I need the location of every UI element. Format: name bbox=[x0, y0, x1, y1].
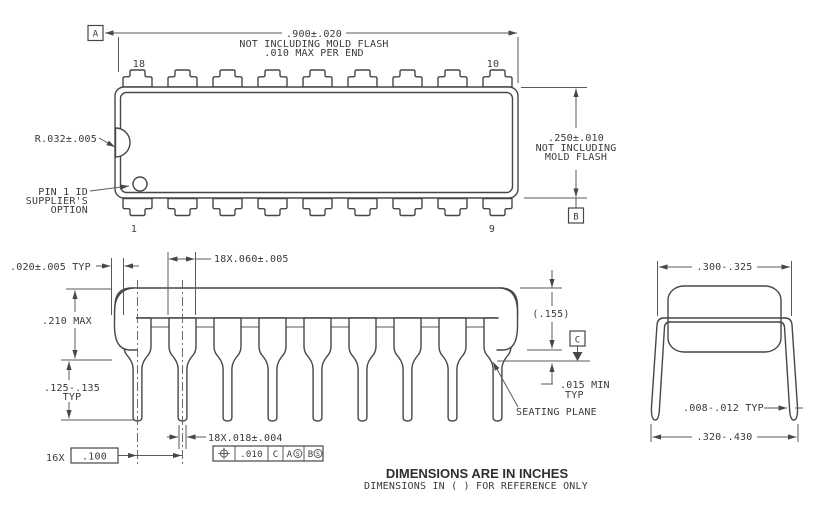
datum-a-box bbox=[87, 24, 104, 42]
datum-c-label: C bbox=[575, 336, 581, 346]
dip-pin bbox=[167, 69, 198, 88]
body-length-note2: .010 MAX PER END bbox=[264, 48, 364, 59]
lead-length-typ: TYP bbox=[63, 392, 82, 403]
datum-b-box bbox=[567, 207, 585, 224]
body-ref-dim: (.155) bbox=[532, 309, 569, 320]
dip-lead bbox=[438, 317, 467, 422]
fcf-datum-primary: C bbox=[273, 450, 279, 460]
body-width-dim: .250±.010 bbox=[548, 133, 604, 144]
body-width-note2: MOLD FLASH bbox=[545, 152, 607, 163]
fcf-datum-secondary-mod: S bbox=[296, 450, 300, 458]
mmc-s-circle-icon bbox=[293, 449, 303, 458]
dip-pin bbox=[122, 69, 153, 88]
dip-pin bbox=[437, 69, 468, 88]
lead-length-dim: .125-.135 bbox=[44, 383, 100, 394]
pitch-count-label: 16X bbox=[46, 453, 65, 464]
body-width-note1: NOT INCLUDING bbox=[536, 143, 617, 154]
pin1-id-line1: PIN 1 ID bbox=[38, 187, 88, 198]
side-view: .020±.005 TYP 18X.060±.005 .210 MAX .125… bbox=[10, 252, 610, 464]
dip-pin bbox=[122, 197, 153, 217]
dip-pin bbox=[302, 69, 333, 88]
overall-row-spread-dim: .320-.430 bbox=[697, 432, 753, 443]
end-view-left-lead bbox=[650, 317, 671, 421]
end-view-body bbox=[667, 285, 782, 353]
pin-number-18: 18 bbox=[133, 59, 145, 70]
lead-shoulder-width-dim: 18X.060±.005 bbox=[214, 254, 289, 265]
body-length-note1: NOT INCLUDING MOLD FLASH bbox=[239, 39, 388, 50]
seating-plane-label: SEATING PLANE bbox=[516, 407, 597, 418]
package-body-inner-outline bbox=[119, 91, 514, 194]
dip-pin bbox=[347, 197, 378, 217]
fcf-datum-secondary: A bbox=[287, 450, 293, 460]
lead-end-offset-dim: .020±.005 TYP bbox=[10, 262, 91, 273]
pin-number-1: 1 bbox=[131, 224, 137, 235]
dip-pin bbox=[212, 69, 243, 88]
dip-lead bbox=[258, 317, 287, 422]
dip-pin bbox=[347, 69, 378, 88]
dip-pin bbox=[257, 197, 288, 217]
dip-pin bbox=[392, 197, 423, 217]
body-length-dim: .900±.020 bbox=[286, 29, 342, 40]
dip-lead bbox=[348, 317, 377, 422]
notes: DIMENSIONS ARE IN INCHES DIMENSIONS IN (… bbox=[364, 466, 588, 492]
pin1-id-dot bbox=[132, 176, 148, 192]
datum-a-label: A bbox=[93, 30, 99, 40]
fcf-tolerance: .010 bbox=[240, 450, 262, 460]
fcf-datum-tertiary: B bbox=[308, 450, 314, 460]
pin1-id-line2: SUPPLIER'S bbox=[26, 196, 88, 207]
standoff-typ: TYP bbox=[565, 390, 584, 401]
datum-b-label: B bbox=[573, 213, 579, 223]
pin-number-9: 9 bbox=[489, 224, 495, 235]
fcf-datum-tertiary-mod: S bbox=[316, 450, 320, 458]
dip-lead bbox=[393, 317, 422, 422]
dip-pin bbox=[212, 197, 243, 217]
side-body-cap bbox=[114, 287, 519, 319]
datum-triangle-icon bbox=[572, 352, 583, 361]
pin1-id-line3: OPTION bbox=[51, 205, 88, 216]
pin-number-10: 10 bbox=[487, 59, 499, 70]
reference-note: DIMENSIONS IN ( ) FOR REFERENCE ONLY bbox=[364, 481, 588, 492]
standoff-dim: .015 MIN bbox=[560, 380, 610, 391]
lead-width-dim: 18X.018±.004 bbox=[208, 433, 283, 444]
dip-lead bbox=[213, 317, 242, 422]
dip-lead bbox=[303, 317, 332, 422]
top-view: A .900±.020 NOT INCLUDING MOLD FLASH .01… bbox=[26, 24, 617, 235]
end-view-right-lead bbox=[778, 317, 799, 421]
dip-pin bbox=[257, 69, 288, 88]
mmc-s-circle-icon bbox=[313, 449, 323, 458]
dip-pin bbox=[302, 197, 333, 217]
dip-pin bbox=[392, 69, 423, 88]
lead-thickness-dim: .008-.012 TYP bbox=[683, 403, 764, 414]
units-note: DIMENSIONS ARE IN INCHES bbox=[386, 466, 569, 481]
row-spacing-dim: .300-.325 bbox=[697, 262, 753, 273]
dip-pin bbox=[482, 197, 513, 217]
body-height-dim: .210 MAX bbox=[42, 316, 92, 327]
true-position-symbol-icon bbox=[218, 447, 230, 460]
dip-pin bbox=[437, 197, 468, 217]
feature-control-frame: .010 C A S B S bbox=[212, 445, 324, 462]
end-notch bbox=[114, 127, 131, 158]
dip-pin bbox=[167, 197, 198, 217]
corner-radius-label: R.032±.005 bbox=[35, 134, 97, 145]
dip-pin bbox=[482, 69, 513, 88]
pitch-value: .100 bbox=[82, 452, 107, 463]
end-view: .300-.325 .008-.012 TYP .320-.430 bbox=[650, 261, 803, 443]
